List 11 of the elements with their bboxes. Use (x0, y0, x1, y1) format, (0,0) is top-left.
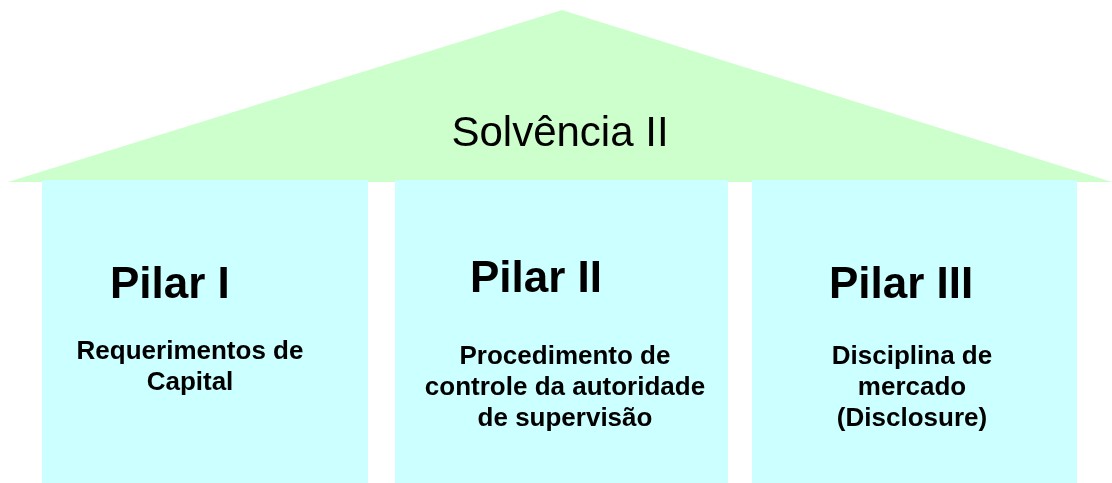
pillar-box (395, 180, 728, 483)
pillar-description: Disciplina de mercado (Disclosure) (830, 340, 994, 433)
pillar-box (752, 180, 1077, 483)
roof-triangle (8, 10, 1112, 182)
pillar-description: Requerimentos de Capital (75, 335, 305, 397)
pillar-title: Pilar II (470, 252, 603, 302)
pillar-box (42, 180, 368, 483)
pillar-description: Procedimento de controle da autoridade de supervisão (423, 340, 707, 433)
pillar-title: Pilar III (829, 258, 974, 308)
roof-title: Solvência II (450, 108, 670, 156)
pillar-title: Pilar I (110, 258, 230, 308)
